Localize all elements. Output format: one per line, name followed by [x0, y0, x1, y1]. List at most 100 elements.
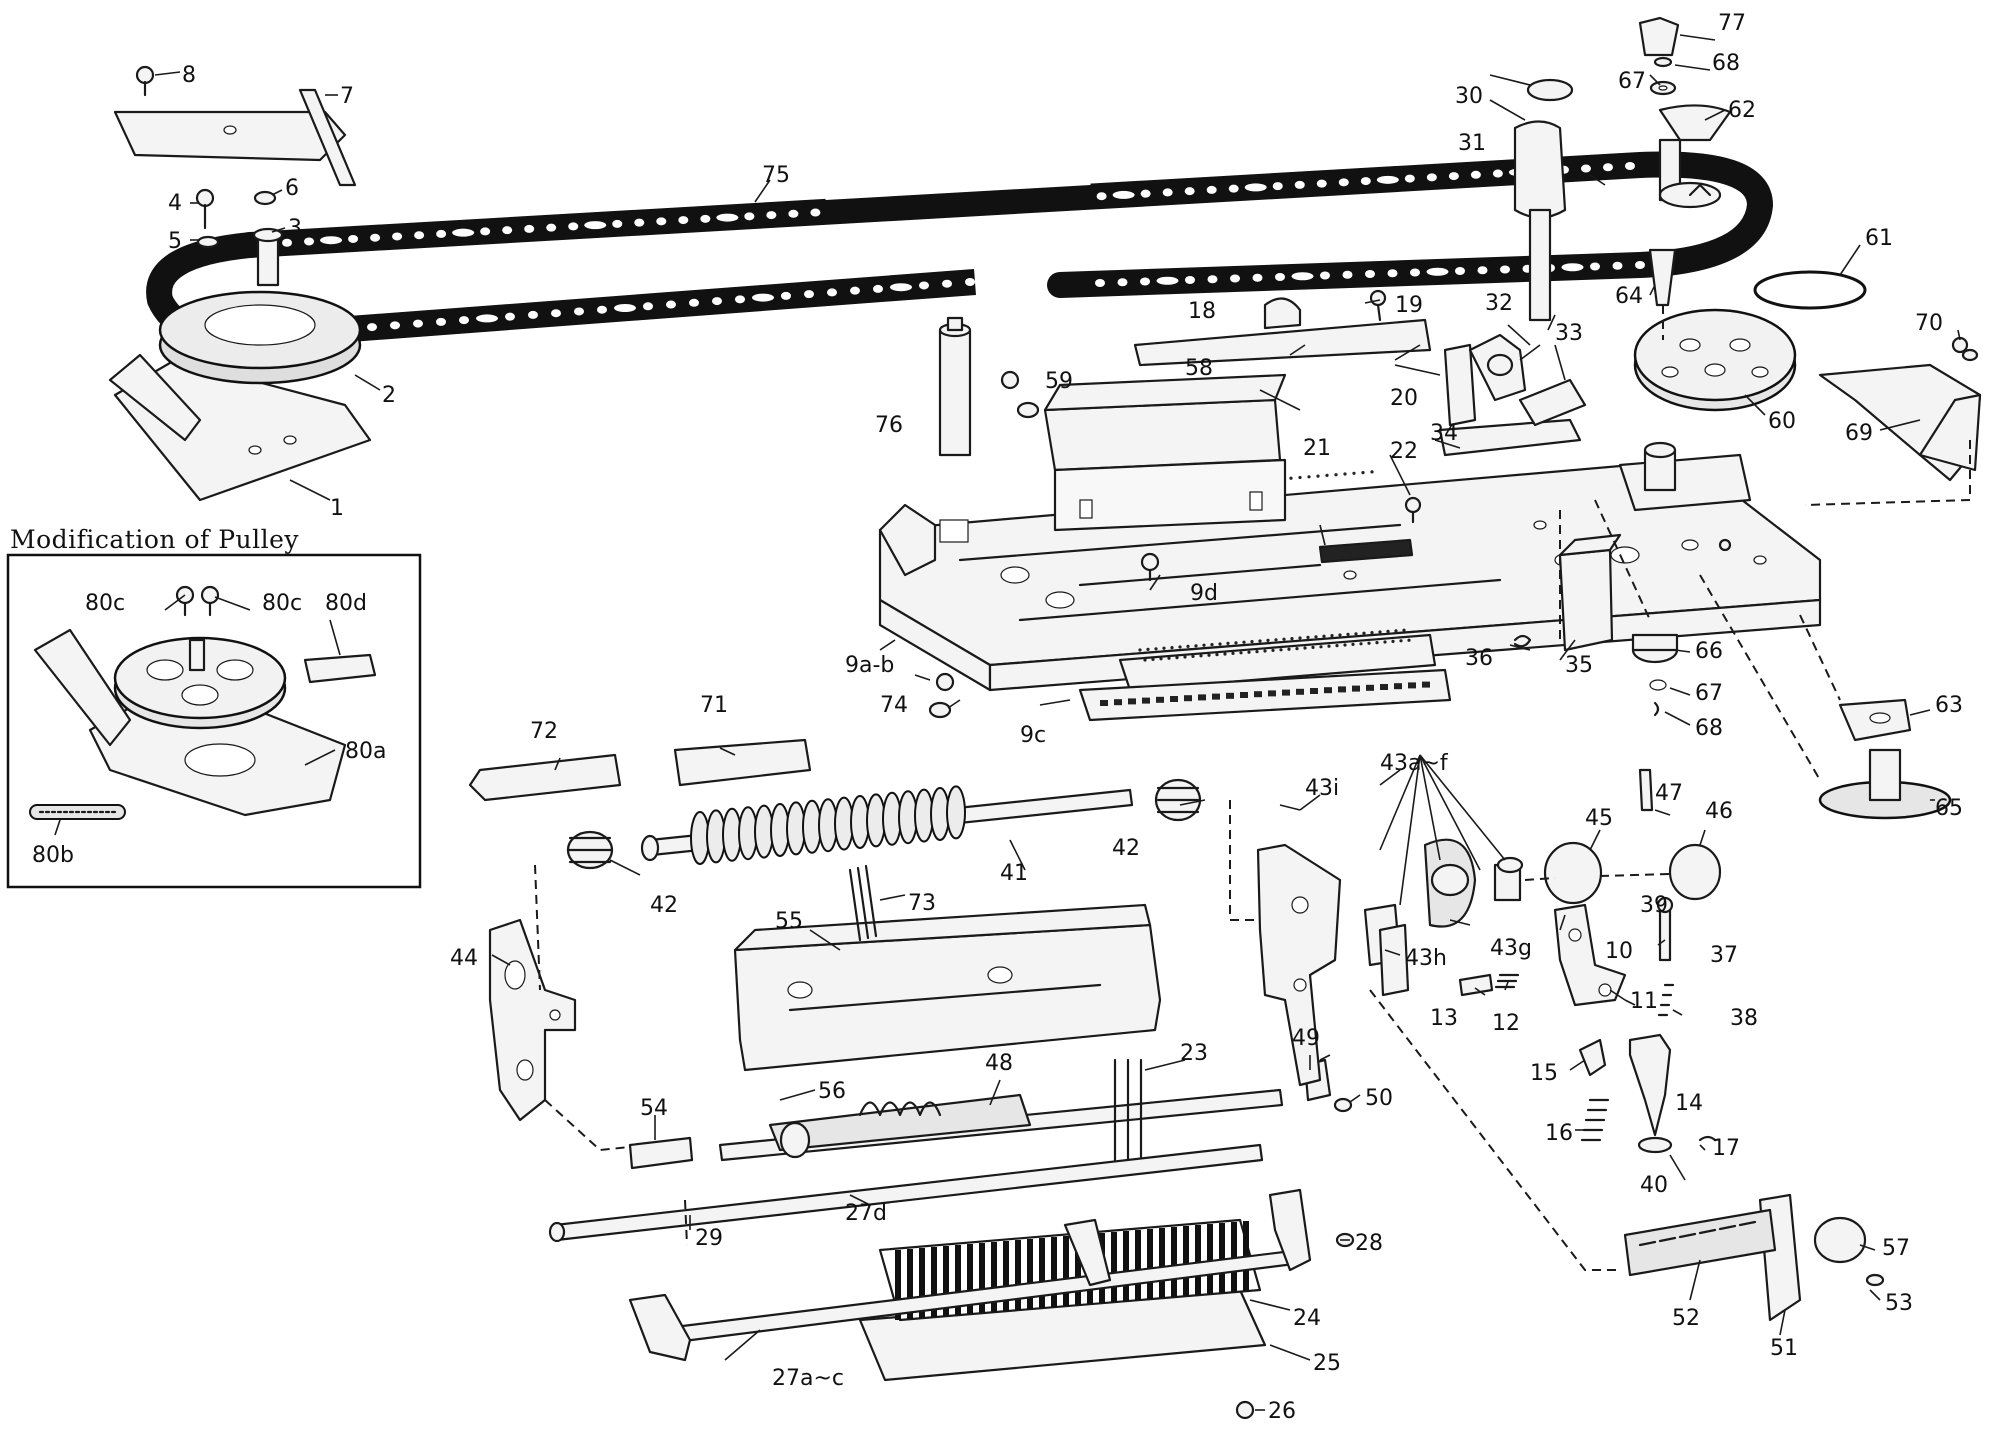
- label-42-right: 42: [1112, 836, 1140, 861]
- belt-hole: [1477, 266, 1488, 275]
- bed-dot: [1391, 639, 1395, 644]
- left-pulley-assembly: [108, 65, 372, 502]
- label-18: 18: [1188, 299, 1216, 324]
- comb-tooth: [1063, 1236, 1069, 1306]
- leader-lines: [54, 34, 1961, 1411]
- bed-dot: [1175, 656, 1179, 660]
- belt-hole: [1455, 267, 1465, 275]
- belt-hole: [1360, 177, 1371, 186]
- label-25: 25: [1313, 1351, 1341, 1376]
- label-45: 45: [1585, 806, 1613, 831]
- right-side-parts: [1559, 440, 1971, 820]
- slot: [1212, 693, 1220, 700]
- bed-dot: [1183, 655, 1187, 659]
- bed-dot: [1314, 635, 1318, 639]
- bed-dot: [1263, 649, 1267, 653]
- slot: [1254, 691, 1262, 698]
- bed-dot: [1234, 641, 1238, 645]
- slot: [1296, 688, 1304, 695]
- bed-dot: [1287, 647, 1291, 651]
- comb-tooth: [1015, 1240, 1021, 1310]
- belt-hole: [1206, 185, 1217, 194]
- bed-dot: [1266, 638, 1270, 643]
- comb-tooth: [1111, 1232, 1117, 1302]
- belt-hole: [390, 321, 400, 330]
- belt-hole: [1404, 174, 1415, 183]
- label-60: 60: [1768, 409, 1796, 434]
- comb-tooth: [919, 1248, 925, 1318]
- label-71: 71: [700, 693, 728, 718]
- label-67-right: 67: [1695, 681, 1723, 706]
- label-27a-c: 27a~c: [772, 1366, 844, 1391]
- belt-hole: [1207, 275, 1218, 284]
- belt-hole: [890, 283, 912, 292]
- bed-dot: [1352, 471, 1356, 475]
- belt-hole: [656, 217, 667, 226]
- belt-hole: [788, 209, 799, 218]
- slot: [1422, 681, 1430, 688]
- label-9d: 9d: [1190, 581, 1218, 606]
- belt-hole: [1140, 189, 1151, 198]
- bed-dot: [1223, 652, 1227, 656]
- label-66: 66: [1695, 639, 1723, 664]
- bed-dot: [1167, 656, 1171, 660]
- belt-hole: [1500, 265, 1510, 274]
- comb-tooth: [1171, 1227, 1177, 1297]
- bed-dot: [1191, 654, 1195, 659]
- roller-assembly: [468, 738, 1202, 870]
- slot: [1142, 697, 1150, 704]
- comb-tooth: [1039, 1238, 1045, 1308]
- belt-hole: [584, 221, 607, 230]
- slot: [1310, 688, 1318, 694]
- bed-dot: [1330, 634, 1334, 638]
- bed-dot: [1250, 640, 1254, 644]
- belt-hole: [735, 295, 745, 304]
- bed-dot: [1274, 638, 1278, 642]
- label-47: 47: [1655, 781, 1683, 806]
- label-42-left: 42: [650, 893, 678, 918]
- belt-hole: [827, 288, 837, 297]
- belt-hole: [1448, 172, 1459, 181]
- label-57: 57: [1882, 1236, 1910, 1261]
- label-74: 74: [880, 693, 908, 718]
- label-17: 17: [1712, 1136, 1740, 1161]
- comb-tooth: [943, 1246, 949, 1316]
- label-9c: 9c: [1020, 723, 1046, 748]
- label-26: 26: [1268, 1399, 1296, 1424]
- belt-hole: [414, 231, 425, 240]
- belt-hole: [370, 233, 381, 242]
- belt-hole: [1320, 271, 1330, 280]
- bed-dot: [1271, 648, 1275, 653]
- slot: [1170, 696, 1178, 702]
- belt-hole: [634, 218, 645, 227]
- belt-hole: [1410, 268, 1420, 277]
- belt-hole: [1112, 190, 1135, 199]
- belt-hole: [766, 211, 777, 220]
- label-7: 7: [340, 84, 354, 109]
- belt-hole: [1635, 261, 1645, 269]
- label-35: 35: [1565, 653, 1593, 678]
- slot: [1268, 690, 1276, 697]
- bed-dot: [1207, 653, 1211, 657]
- bed-dot: [1242, 640, 1246, 644]
- upper-right-carriage: [1133, 16, 1982, 492]
- belt-hole: [1228, 184, 1239, 193]
- slot: [1100, 700, 1108, 706]
- belt-hole: [1580, 164, 1591, 173]
- belt-hole: [1625, 162, 1635, 170]
- label-6: 6: [285, 176, 299, 201]
- belt-hole: [1376, 175, 1399, 184]
- middle-plate: [733, 864, 1162, 1072]
- belt-perforations: [260, 162, 1645, 338]
- belt-hole: [1117, 278, 1128, 287]
- bed-dot: [1138, 648, 1142, 652]
- slot: [1408, 682, 1416, 689]
- bed-dot: [1378, 630, 1382, 634]
- label-28: 28: [1355, 1231, 1383, 1256]
- belt-hole: [528, 310, 538, 319]
- label-80c-left: 80c: [85, 591, 125, 616]
- label-64: 64: [1615, 284, 1643, 309]
- label-73: 73: [908, 891, 936, 916]
- belt-hole: [1275, 273, 1285, 281]
- bed-dot: [1186, 644, 1190, 649]
